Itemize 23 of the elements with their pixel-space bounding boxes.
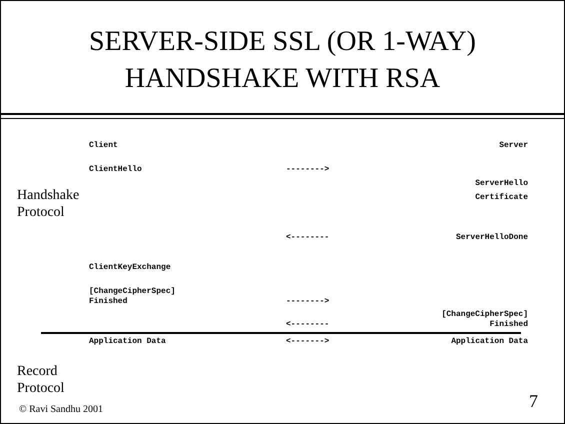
slide-title: SERVER-SIDE SSL (OR 1-WAY) HANDSHAKE WITH RSA <box>88 25 477 96</box>
copyright-note: © Ravi Sandhu 2001 <box>19 404 103 416</box>
ascii-arrow: <-------- <box>286 233 330 242</box>
layer-label: Record Protocol <box>17 363 66 397</box>
message-label: ServerHelloDone <box>456 233 528 242</box>
message-label: Application Data <box>451 337 528 346</box>
page-number: 7 <box>529 391 538 411</box>
message-label: ServerHello <box>475 179 528 188</box>
ascii-arrow: --------> <box>286 165 330 174</box>
layer-label: Handshake Protocol <box>17 187 77 221</box>
message-label: [ChangeCipherSpec] <box>89 287 176 296</box>
message-label: ClientHello <box>89 165 142 174</box>
ascii-arrow: --------> <box>286 297 330 306</box>
participant-label: Client <box>89 141 118 150</box>
message-label: ClientKeyExchange <box>89 263 171 272</box>
participant-label: Server <box>499 141 528 150</box>
message-label: Finished <box>490 320 528 329</box>
message-label: Certificate <box>475 193 528 202</box>
ascii-arrow: <-------> <box>286 337 330 346</box>
message-label: Finished <box>89 297 128 306</box>
message-label: [ChangeCipherSpec] <box>442 310 528 319</box>
ascii-arrow: <-------- <box>286 320 330 329</box>
message-label: Application Data <box>89 337 166 346</box>
